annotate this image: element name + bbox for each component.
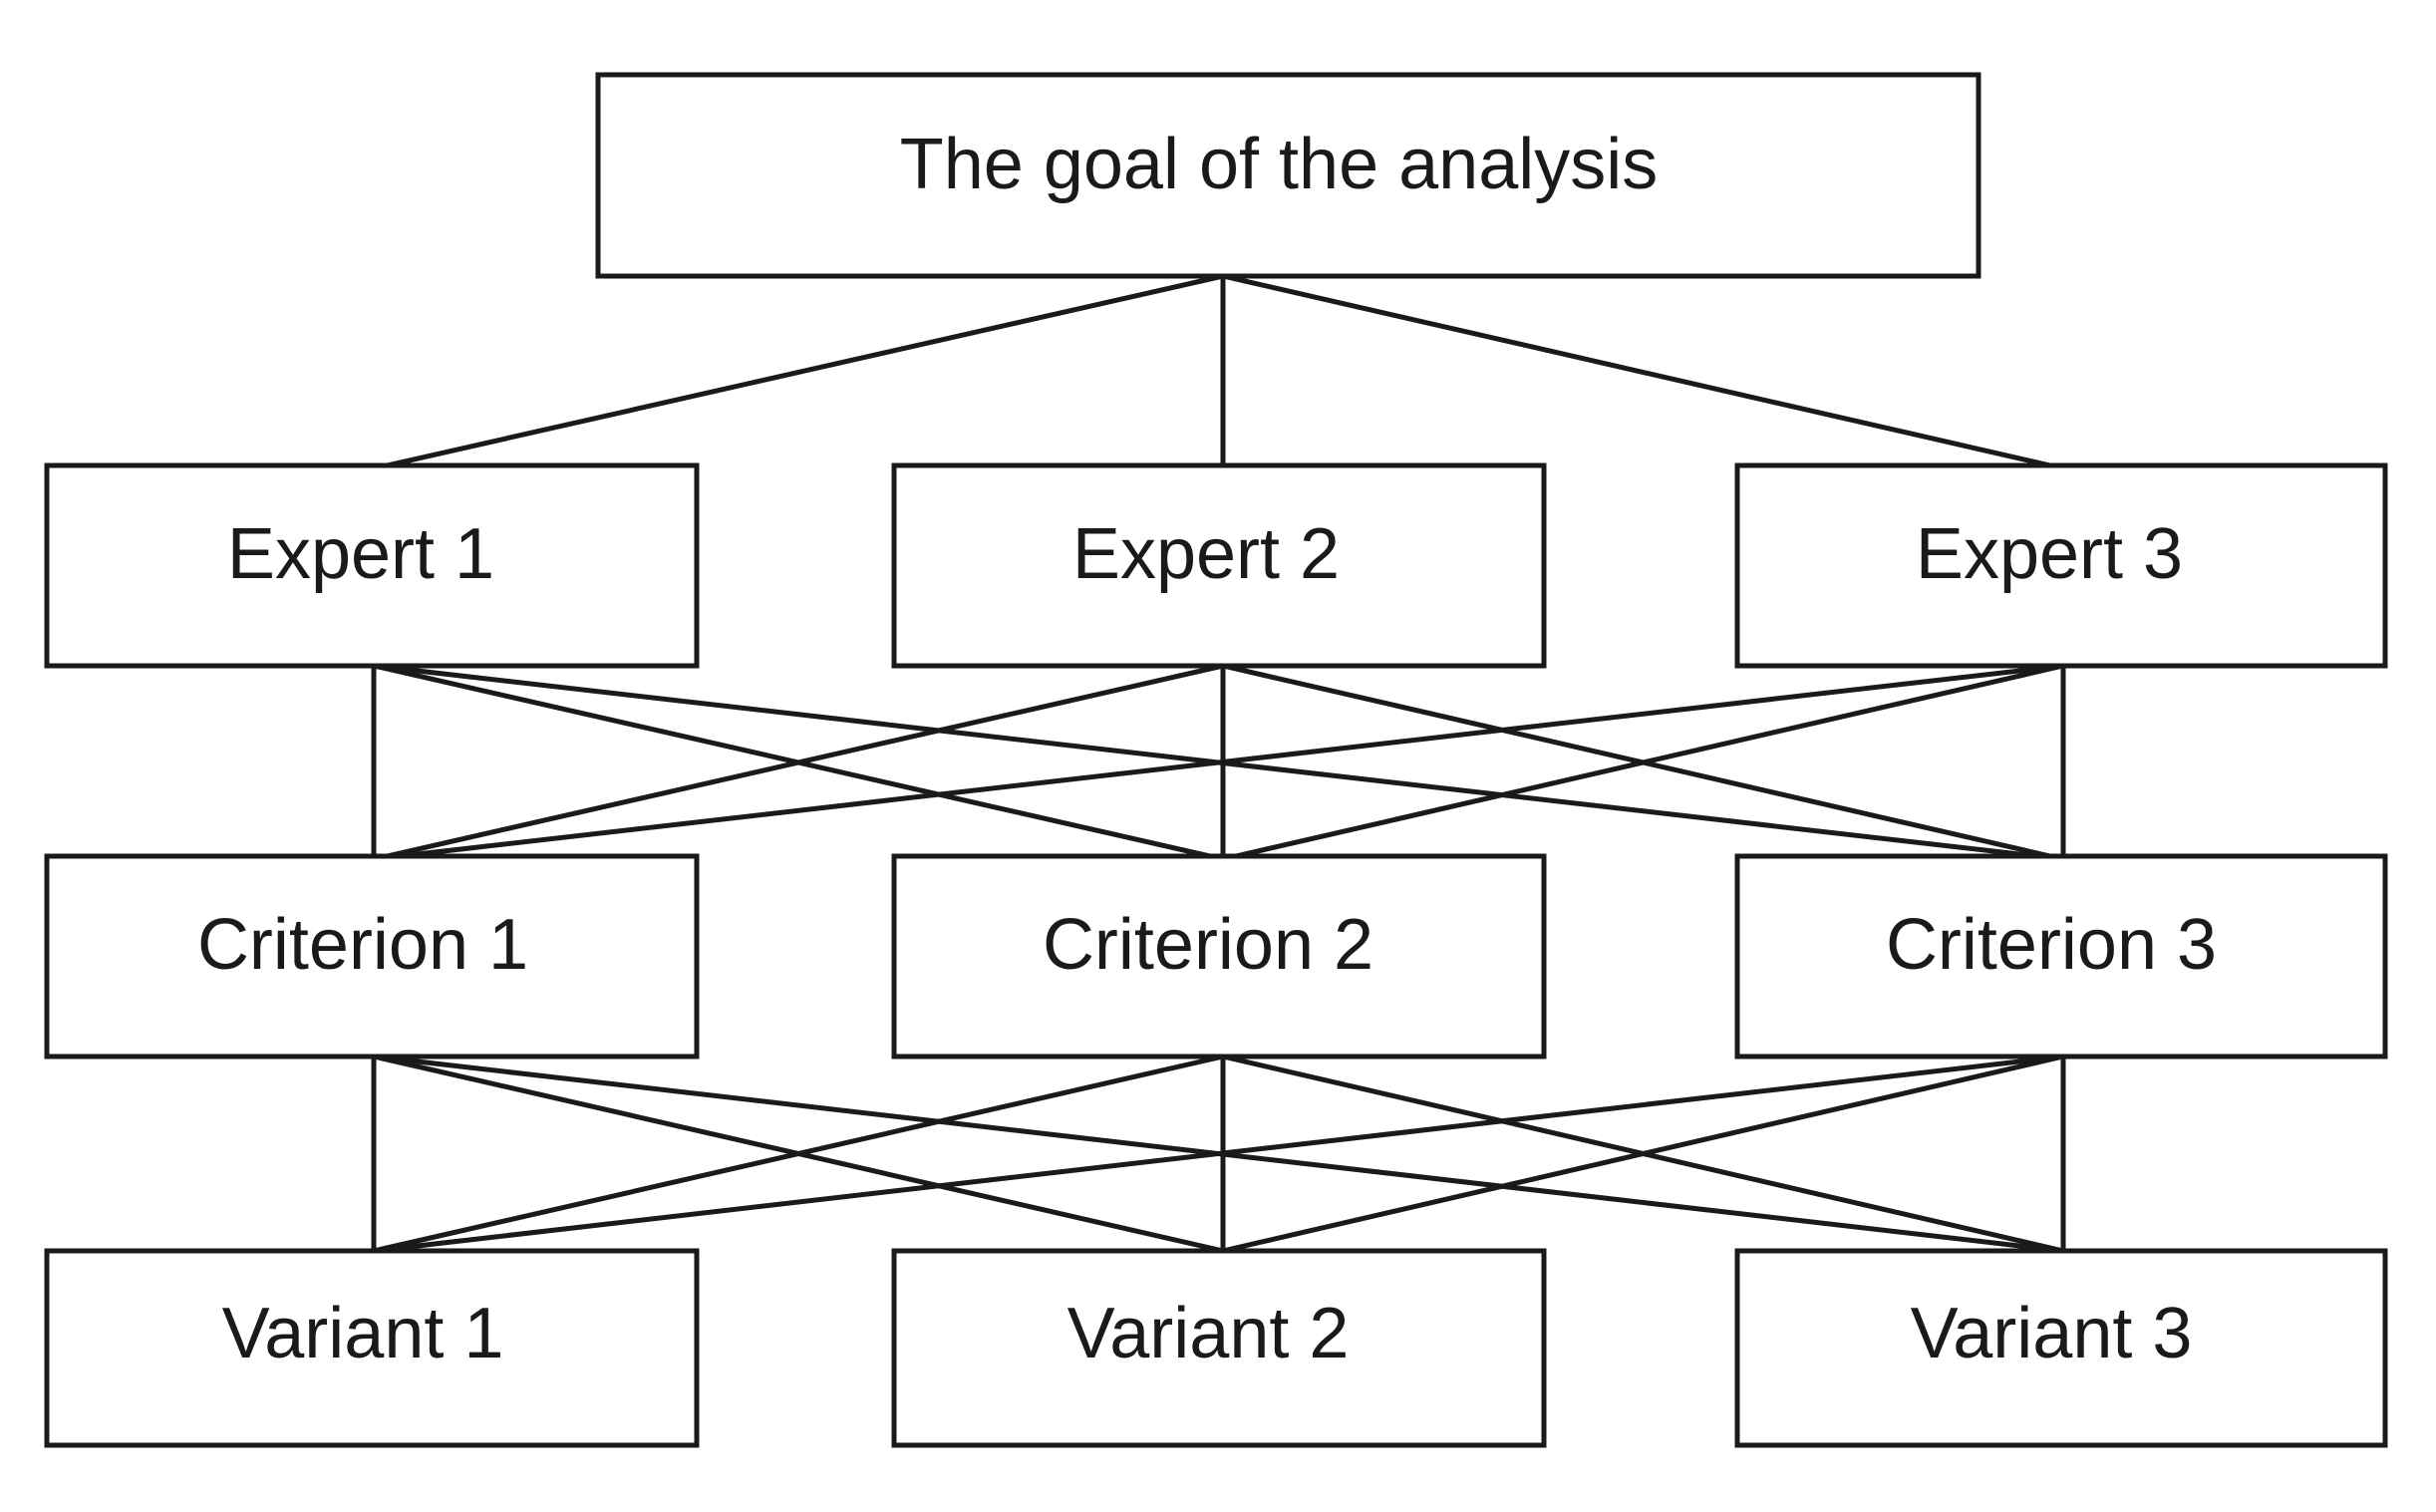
criterion-label-2: Criterion 2 bbox=[1043, 905, 1373, 985]
edges-criteria-variants bbox=[371, 1054, 2066, 1254]
goal-box bbox=[595, 72, 1981, 279]
edge-criterion-3-variant-2 bbox=[1222, 1054, 2064, 1254]
expert-box-1 bbox=[44, 462, 700, 669]
variant-label-3: Variant 3 bbox=[1911, 1294, 2193, 1373]
expert-label-1: Expert 1 bbox=[227, 514, 494, 594]
edge-expert-3-criterion-2 bbox=[1222, 663, 2064, 862]
expert-label-2: Expert 2 bbox=[1072, 514, 1340, 594]
edge-criterion-3-variant-1 bbox=[373, 1054, 2064, 1254]
criterion-node-1: Criterion 1 bbox=[44, 853, 700, 1059]
variant-box-1 bbox=[44, 1248, 700, 1448]
expert-node-3: Expert 3 bbox=[1734, 462, 2388, 669]
goal-label: The goal of the analysis bbox=[900, 125, 1658, 204]
edge-goal-expert-1 bbox=[373, 273, 1224, 471]
variant-label-1: Variant 1 bbox=[222, 1294, 504, 1373]
edges-goal-experts bbox=[373, 273, 2064, 471]
edges-experts-criteria bbox=[371, 663, 2066, 862]
variant-box-3 bbox=[1734, 1248, 2388, 1448]
expert-node-1: Expert 1 bbox=[44, 462, 700, 669]
variant-node-2: Variant 2 bbox=[891, 1248, 1547, 1448]
expert-row: Expert 1 Expert 2 Expert 3 bbox=[44, 462, 2388, 669]
criterion-node-2: Criterion 2 bbox=[891, 853, 1547, 1059]
criterion-label-3: Criterion 3 bbox=[1886, 905, 2217, 985]
edge-goal-expert-3 bbox=[1222, 273, 2064, 471]
expert-label-3: Expert 3 bbox=[1916, 514, 2183, 594]
criterion-box-2 bbox=[891, 853, 1547, 1059]
criterion-node-3: Criterion 3 bbox=[1734, 853, 2388, 1059]
edge-expert-2-criterion-1 bbox=[373, 663, 1224, 862]
criterion-row: Criterion 1 Criterion 2 Criterion 3 bbox=[44, 853, 2388, 1059]
edge-expert-3-criterion-1 bbox=[373, 663, 2064, 862]
edge-criterion-2-variant-1 bbox=[373, 1054, 1224, 1254]
criterion-label-1: Criterion 1 bbox=[197, 905, 528, 985]
goal-node: The goal of the analysis bbox=[595, 72, 1981, 279]
variant-row: Variant 1 Variant 2 Variant 3 bbox=[44, 1248, 2388, 1448]
variant-node-1: Variant 1 bbox=[44, 1248, 700, 1448]
expert-box-2 bbox=[891, 462, 1547, 669]
criterion-box-1 bbox=[44, 853, 700, 1059]
criterion-box-3 bbox=[1734, 853, 2388, 1059]
variant-label-2: Variant 2 bbox=[1067, 1294, 1350, 1373]
expert-node-2: Expert 2 bbox=[891, 462, 1547, 669]
expert-box-3 bbox=[1734, 462, 2388, 669]
variant-box-2 bbox=[891, 1248, 1547, 1448]
variant-node-3: Variant 3 bbox=[1734, 1248, 2388, 1448]
